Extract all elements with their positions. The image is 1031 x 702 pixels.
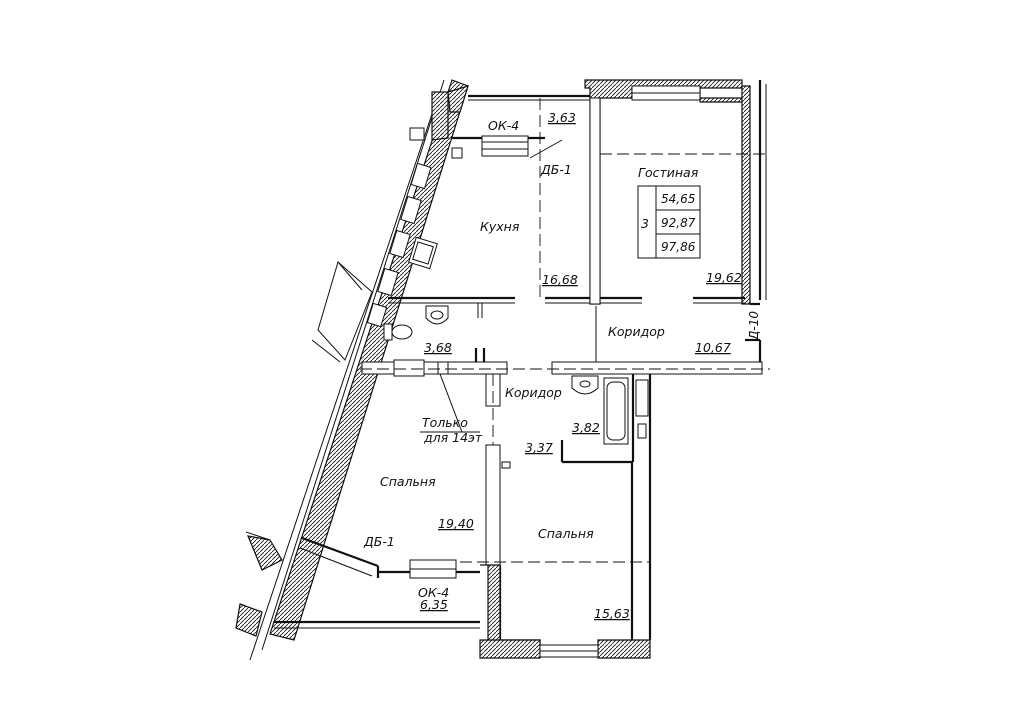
bath-room2-area: 3,82 (572, 420, 600, 435)
window-mark-bottom: ОК-4 (418, 585, 449, 600)
top-loggia (409, 85, 590, 159)
bathroom-area: 3,68 (424, 340, 452, 355)
interior-walls (361, 97, 763, 640)
bedroom-right-name: Спальня (538, 526, 594, 541)
loggia-bottom-area: 6,35 (420, 597, 448, 612)
rooms-count: 3 (641, 216, 649, 231)
living-room-name: Гостиная (638, 165, 699, 180)
small-room-area: 3,37 (525, 440, 553, 455)
area-table: 3 54,65 92,87 97,86 (637, 185, 701, 259)
fixtures (383, 236, 649, 445)
side-dimension: Д-10 (747, 311, 761, 341)
kitchen-name: Кухня (480, 219, 520, 234)
axis-lines (360, 98, 770, 563)
bedroom-left-area: 19,40 (438, 516, 474, 531)
corridor-small-name: Коридор (505, 385, 562, 400)
element-marks: ОК-4 ДБ-1 ДБ-1 ОК-4 Только для 14эт Д-10 (363, 118, 761, 600)
note-line-2: для 14эт (423, 430, 483, 445)
loggia-top-area: 3,63 (548, 110, 576, 125)
room-labels: Гостиная 19,62 Кухня 16,68 Коридор 10,67… (380, 110, 742, 621)
kitchen-area: 16,68 (542, 272, 578, 287)
door-mark-bottom: ДБ-1 (363, 534, 395, 549)
window-mark-top: ОК-4 (488, 118, 519, 133)
bedroom-right-area: 15,63 (594, 606, 630, 621)
bedroom-left-name: Спальня (380, 474, 436, 489)
corridor-main-area: 10,67 (695, 340, 731, 355)
bottom-walls (235, 531, 651, 659)
total-area-with-loggia: 97,86 (661, 240, 696, 254)
living-room-area: 19,62 (706, 270, 742, 285)
door-mark-top: ДБ-1 (540, 162, 572, 177)
left-bay (311, 261, 373, 363)
corridor-main-name: Коридор (608, 324, 665, 339)
facade-wall (249, 79, 469, 661)
total-area: 92,87 (661, 216, 696, 230)
note-line-1: Только (422, 415, 468, 430)
living-area-total: 54,65 (661, 192, 695, 206)
